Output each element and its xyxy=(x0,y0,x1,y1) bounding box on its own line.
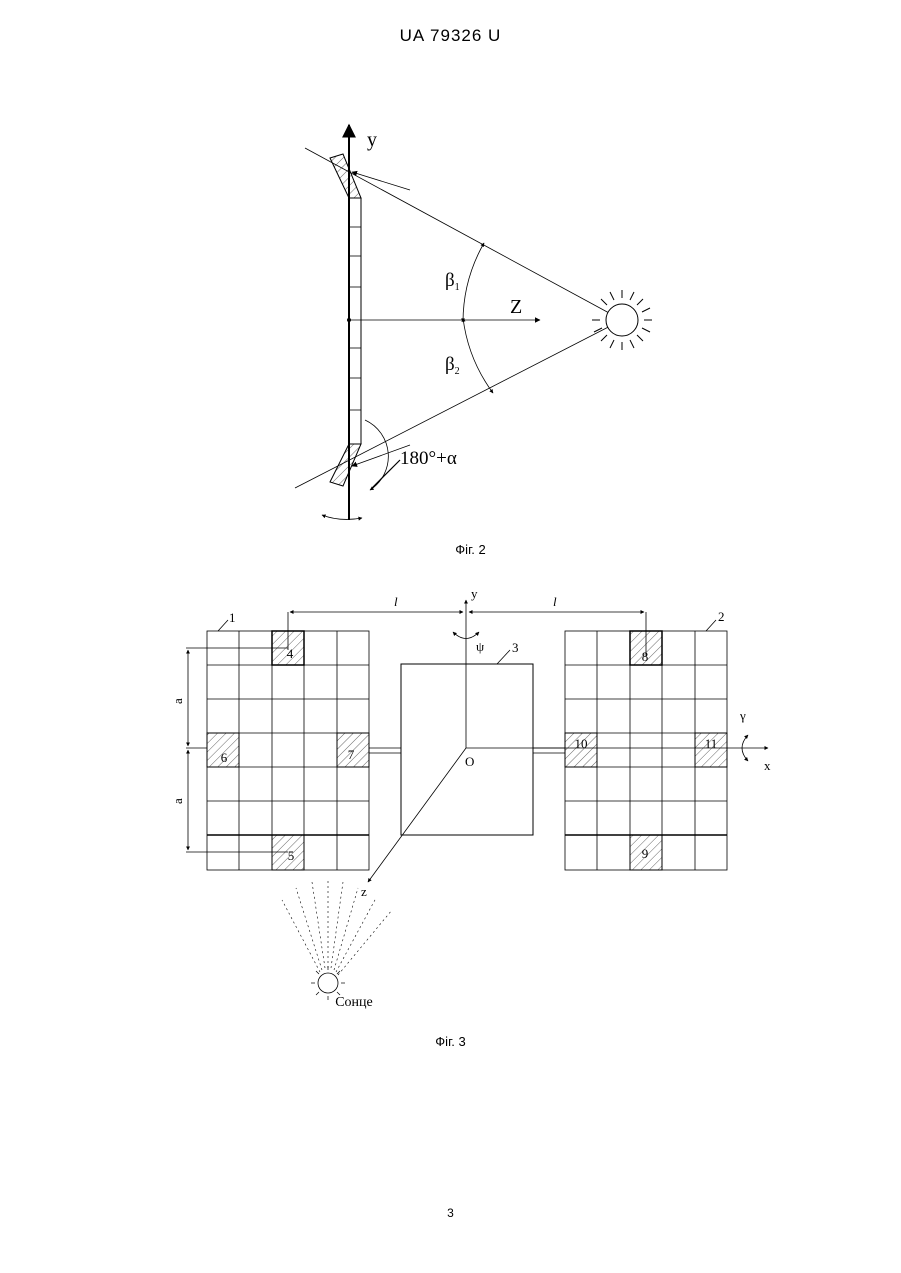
fig3-x-label: x xyxy=(764,758,771,773)
fig3-z-axis xyxy=(368,748,466,882)
fig2-y-label: y xyxy=(367,129,377,151)
fig3-dist-left-label: l xyxy=(394,594,398,609)
fig3-cell-7-label: 7 xyxy=(348,747,355,762)
fig3-dim-a-top-label: a xyxy=(170,698,185,704)
fig3-cell-5-label: 5 xyxy=(288,848,295,863)
fig3-cell-6-label: 6 xyxy=(221,750,228,765)
fig3-panel-left-leader xyxy=(218,620,228,631)
fig2-angle-leader xyxy=(372,460,400,488)
fig3-sun-label: Сонце xyxy=(335,995,373,1010)
fig3-cell-11-label: 11 xyxy=(705,736,718,751)
fig3-cell-9-label: 9 xyxy=(642,846,649,861)
fig2-sun-icon xyxy=(592,290,652,350)
fig2-z-label: Z xyxy=(510,296,522,318)
fig3-panel-left-label: 1 xyxy=(229,610,236,625)
fig2-beta1-arc xyxy=(463,243,484,322)
fig3-dist-right-label: l xyxy=(553,594,557,609)
fig3-panel-right-leader xyxy=(706,620,716,631)
fig2-ray-top xyxy=(305,148,622,320)
fig2-ray-top-arrow xyxy=(352,172,410,190)
fig2-angle-arc-large xyxy=(365,420,388,490)
fig2-ray-bottom xyxy=(295,320,622,488)
fig2-beta2-label: β2 xyxy=(445,354,460,377)
fig2-bottom-tilted-segment xyxy=(330,444,361,486)
figure-2: y Z β1 β2 180 xyxy=(295,125,652,520)
figure-3-caption: Фіг. 3 xyxy=(0,1034,901,1049)
fig3-psi-label: ψ xyxy=(476,639,484,654)
fig3-connecting-rods xyxy=(369,748,565,753)
figure-3: 4 5 6 7 8 9 10 11 xyxy=(170,586,771,1010)
fig3-sun-icon xyxy=(282,880,392,1000)
fig3-cell-10-label: 10 xyxy=(575,736,588,751)
fig3-dimension-l xyxy=(288,612,646,656)
fig3-gamma-label: γ xyxy=(739,708,746,723)
page-number: 3 xyxy=(0,1206,901,1220)
figure-2-caption: Фіг. 2 xyxy=(0,542,901,557)
fig3-panel-right-label: 2 xyxy=(718,609,725,624)
fig3-body-leader xyxy=(497,650,510,664)
fig3-origin-label: O xyxy=(465,754,474,769)
fig3-cell-8-label: 8 xyxy=(642,649,649,664)
fig3-dim-a-bottom-label: a xyxy=(170,798,185,804)
fig2-angle-label: 180°+α xyxy=(400,448,457,469)
fig3-y-label: y xyxy=(471,586,478,601)
fig2-angle-arc-small xyxy=(322,515,362,519)
fig3-z-label: z xyxy=(361,884,367,899)
fig3-body-label: 3 xyxy=(512,640,519,655)
fig2-beta2-arc xyxy=(463,318,493,393)
fig2-panel-strip xyxy=(349,198,361,444)
fig2-beta1-label: β1 xyxy=(445,270,460,293)
